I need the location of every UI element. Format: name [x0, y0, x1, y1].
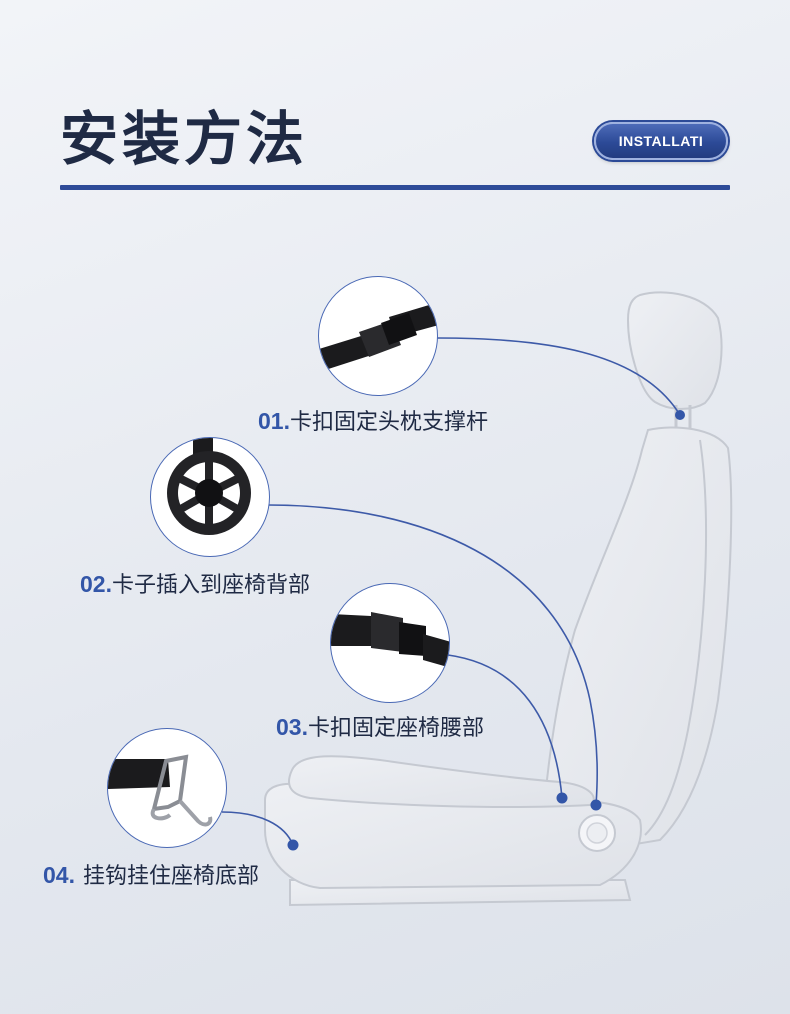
recline-knob-inner — [586, 822, 608, 844]
step-2-label: 02.卡子插入到座椅背部 — [80, 567, 310, 599]
seat-cushion-top — [288, 755, 595, 809]
installation-badge: INSTALLATI — [594, 122, 728, 160]
step-2-detail-circle — [150, 437, 270, 557]
backrest-inner — [644, 439, 707, 836]
step-2-text: 卡子插入到座椅背部 — [111, 573, 310, 598]
header-divider — [60, 185, 730, 190]
connector-line-3 — [447, 654, 563, 799]
hook-icon — [108, 754, 213, 827]
connector-line-2 — [267, 504, 598, 806]
connector-dot-4 — [287, 839, 299, 851]
step-3-label: 03.卡扣固定座椅腰部 — [276, 710, 484, 742]
step-4-detail-circle — [107, 728, 227, 848]
connector-line-4 — [221, 811, 294, 846]
step-4-number: 04. — [43, 862, 75, 888]
step-3-detail-circle — [330, 583, 450, 703]
step-1-number: 01. — [258, 408, 290, 434]
connector-line-1 — [436, 337, 681, 416]
step-3-text: 卡扣固定座椅腰部 — [307, 716, 484, 741]
connector-dots — [287, 410, 685, 851]
step-3-number: 03. — [276, 714, 308, 740]
connector-dot-3 — [556, 792, 568, 804]
buckle-icon — [319, 302, 437, 372]
step-4-text: 挂钩挂住座椅底部 — [82, 864, 259, 889]
seat-clip-icon — [167, 438, 251, 535]
step-1-label: 01.卡扣固定头枕支撑杆 — [258, 404, 488, 436]
headrest — [626, 291, 723, 410]
step-1-detail-circle — [318, 276, 438, 396]
seat-drawing — [264, 291, 733, 907]
step-2-number: 02. — [80, 571, 112, 597]
page-title: 安装方法 — [60, 105, 309, 173]
step-4-label: 04. 挂钩挂住座椅底部 — [43, 858, 259, 890]
connector-lines — [221, 337, 681, 846]
step-1-text: 卡扣固定头枕支撑杆 — [289, 410, 488, 435]
buckle-icon — [331, 612, 449, 668]
connector-dot-2 — [590, 799, 602, 811]
connector-dot-1 — [675, 410, 685, 420]
